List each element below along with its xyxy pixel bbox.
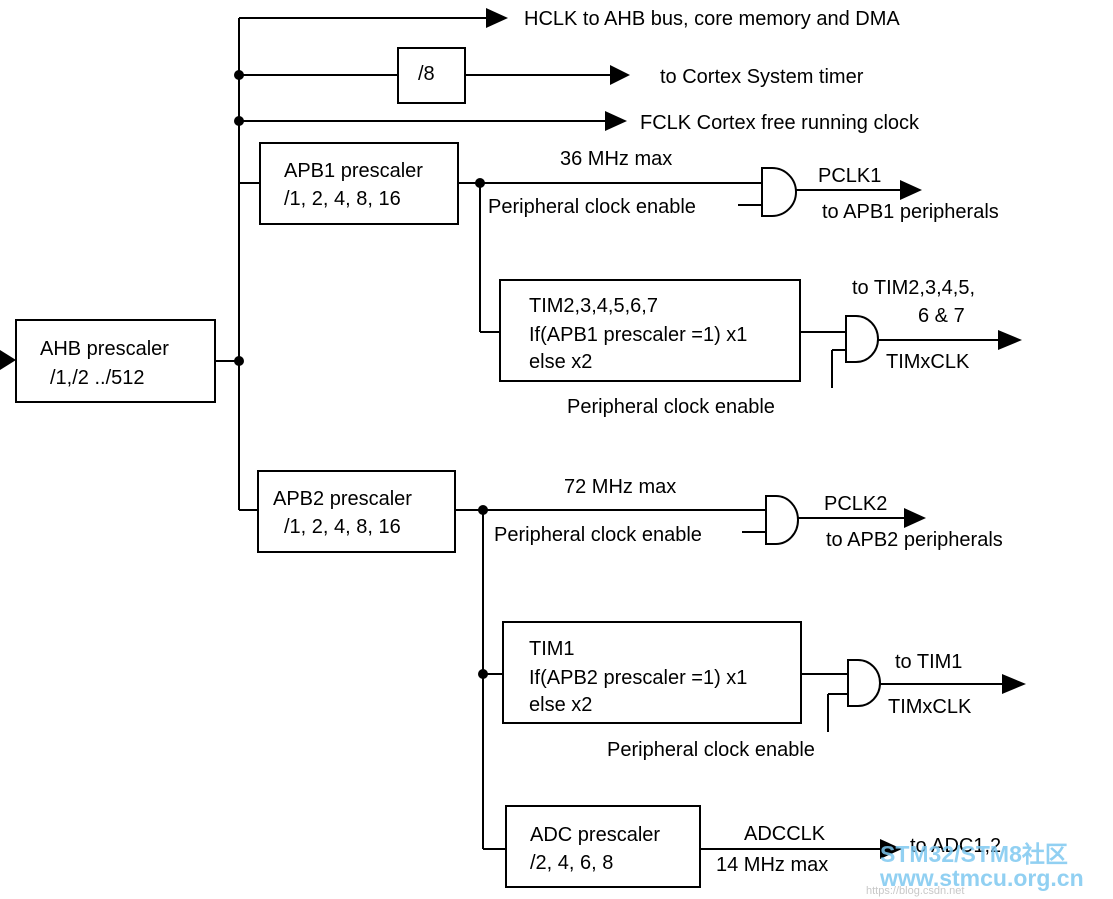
tim2-and-gate [845,315,879,363]
tim2-enable-label: Peripheral clock enable [567,396,775,418]
apb1-enable-label: Peripheral clock enable [488,196,696,218]
wires [0,8,1026,859]
ahb-prescaler-block: AHB prescaler /1,/2 ../512 [15,319,216,403]
tim1-clk-label: TIMxCLK [888,696,972,718]
tim1-dest-label: to TIM1 [895,651,962,673]
div8-block: /8 [397,47,466,104]
apb1-prescaler-block: APB1 prescaler /1, 2, 4, 8, 16 [259,142,459,225]
systick-arrow [610,65,630,85]
tim2-7-multiplier-block: TIM2,3,4,5,6,7 If(APB1 prescaler =1) x1 … [499,279,801,382]
apb2-enable-label: Peripheral clock enable [494,524,702,546]
junction-dot [234,356,244,366]
apb2-max-label: 72 MHz max [564,476,676,498]
apb1-and-gate [761,167,797,217]
apb1-max-label: 36 MHz max [560,148,672,170]
ahb-prescaler-range: /1,/2 ../512 [50,367,145,389]
apb1-prescaler-range: /1, 2, 4, 8, 16 [284,188,401,210]
tim1-title: TIM1 [529,638,575,660]
tim2-7-else: else x2 [529,351,592,373]
adc-prescaler-block: ADC prescaler /2, 4, 6, 8 [505,805,701,888]
tim2-7-condition: If(APB1 prescaler =1) x1 [529,324,747,346]
input-arrow [0,350,16,370]
pclk2-arrow [904,508,926,528]
junction-dot [234,116,244,126]
div8-label: /8 [418,63,435,85]
watermark-blog: https://blog.csdn.net [866,885,964,897]
tim1-enable-label: Peripheral clock enable [607,739,815,761]
tim2-dest-label-2: 6 & 7 [918,305,965,327]
tim1-multiplier-block: TIM1 If(APB2 prescaler =1) x1 else x2 [502,621,802,724]
fclk-arrow [605,111,627,131]
pclk1-dest-label: to APB1 peripherals [822,201,999,223]
watermark-url: www.stmcu.org.cn [879,865,1084,891]
hclk-arrow [486,8,508,28]
junction-dot [234,70,244,80]
apb2-and-gate [765,495,799,545]
ahb-prescaler-title: AHB prescaler [40,338,169,360]
hclk-label: HCLK to AHB bus, core memory and DMA [524,8,900,30]
tim2-arrow [998,330,1022,350]
tim1-else: else x2 [529,694,592,716]
adc-arrow [880,839,902,859]
junction-dot [478,505,488,515]
tim2-7-title: TIM2,3,4,5,6,7 [529,295,658,317]
tim2-clk-label: TIMxCLK [886,351,970,373]
apb2-prescaler-range: /1, 2, 4, 8, 16 [284,516,401,538]
junction-dot [475,178,485,188]
systick-label: to Cortex System timer [660,66,864,88]
pclk1-arrow [900,180,922,200]
pclk1-label: PCLK1 [818,165,881,187]
apb2-prescaler-title: APB2 prescaler [273,488,412,510]
apb1-prescaler-title: APB1 prescaler [284,160,423,182]
and-gates [761,167,881,707]
tim1-and-gate [847,659,881,707]
junction-dots [234,70,488,679]
junction-dot [478,669,488,679]
adc-prescaler-title: ADC prescaler [530,824,660,846]
tim1-arrow [1002,674,1026,694]
adc-dest-label: to ADC1,2 [910,835,1001,857]
adc-max-label: 14 MHz max [716,854,828,876]
apb2-prescaler-block: APB2 prescaler /1, 2, 4, 8, 16 [257,470,456,553]
fclk-label: FCLK Cortex free running clock [640,112,920,134]
tim2-dest-label-1: to TIM2,3,4,5, [852,277,975,299]
adcclk-label: ADCCLK [744,823,826,845]
adc-prescaler-range: /2, 4, 6, 8 [530,852,613,874]
pclk2-label: PCLK2 [824,493,887,515]
tim1-condition: If(APB2 prescaler =1) x1 [529,667,747,689]
watermark-community: STM32/STM8社区 [880,841,1068,867]
signal-labels: HCLK to AHB bus, core memory and DMA to … [488,8,1003,876]
pclk2-dest-label: to APB2 peripherals [826,529,1003,551]
watermark: STM32/STM8社区 www.stmcu.org.cn https://bl… [866,841,1084,897]
